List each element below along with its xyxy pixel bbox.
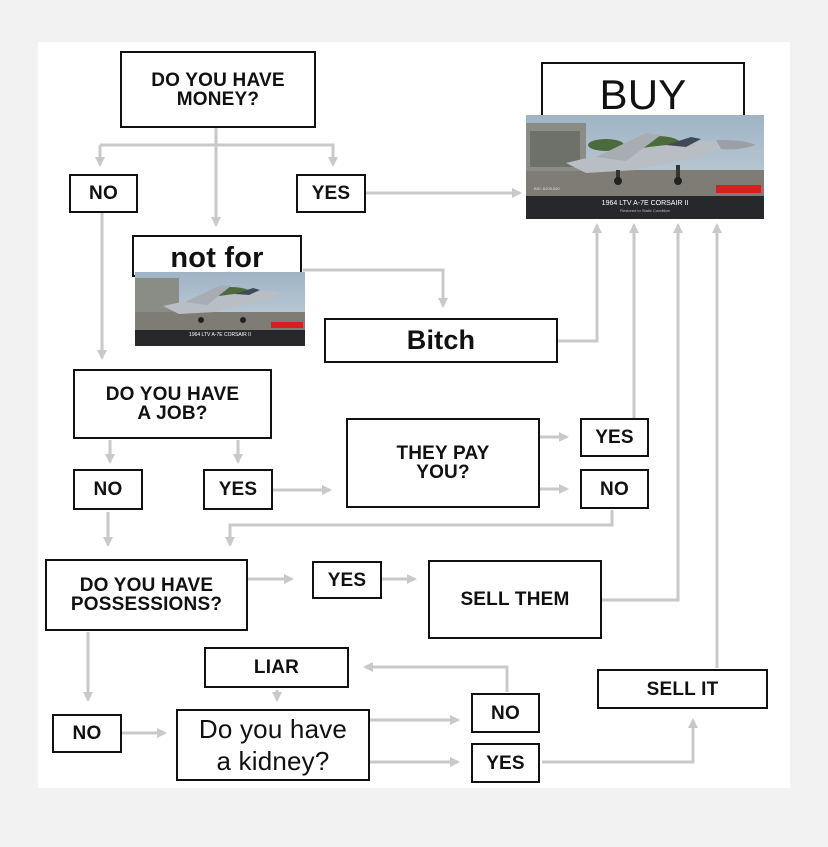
pay-no-box: NO	[580, 469, 649, 509]
listing-price: BID: $105,000	[534, 186, 560, 191]
job-yes-text: YES	[218, 479, 258, 500]
listing-subtitle: Restored to Static Condition	[620, 208, 670, 213]
question-pay-text: THEY PAY YOU?	[396, 443, 490, 483]
question-possessions-text: DO YOU HAVE POSSESSIONS?	[70, 575, 223, 615]
kidney-no-text: NO	[491, 702, 520, 724]
question-pay-box: THEY PAY YOU?	[346, 418, 540, 508]
listing-caption-small: 1964 LTV A-7E CORSAIR II	[135, 330, 305, 346]
listing-caption: 1964 LTV A-7E CORSAIR II Restored to Sta…	[526, 196, 764, 219]
sell-them-box: SELL THEM	[428, 560, 602, 639]
buy-text: BUY	[599, 71, 687, 118]
money-no-box: NO	[69, 174, 138, 213]
money-no-text: NO	[89, 183, 118, 204]
pay-yes-box: YES	[580, 418, 649, 457]
question-money-text: DO YOU HAVE MONEY?	[151, 69, 285, 110]
not-for-text: not for	[170, 242, 264, 274]
kidney-yes-box: YES	[471, 743, 540, 783]
question-possessions-box: DO YOU HAVE POSSESSIONS?	[45, 559, 248, 631]
pay-yes-text: YES	[595, 427, 634, 448]
not-for-box: not for	[132, 235, 302, 277]
question-job-text: DO YOU HAVE A JOB?	[105, 384, 240, 424]
job-yes-box: YES	[203, 469, 273, 510]
red-badge	[716, 185, 761, 193]
liar-box: LIAR	[204, 647, 349, 688]
money-yes-box: YES	[296, 174, 366, 213]
listing-title: 1964 LTV A-7E CORSAIR II	[601, 200, 689, 207]
kidney-no-box: NO	[471, 693, 540, 733]
sell-them-text: SELL THEM	[460, 589, 570, 610]
aircraft-listing-image-small: 1964 LTV A-7E CORSAIR II	[135, 272, 305, 346]
job-no-text: NO	[93, 479, 123, 500]
buy-box: BUY	[541, 62, 745, 122]
question-money-box: DO YOU HAVE MONEY?	[120, 51, 316, 128]
question-kidney-text: Do you have a kidney?	[198, 714, 348, 776]
possessions-yes-box: YES	[312, 561, 382, 599]
kidney-yes-text: YES	[486, 752, 525, 774]
question-kidney-box: Do you have a kidney?	[176, 709, 370, 781]
sell-it-text: SELL IT	[646, 678, 719, 700]
possessions-yes-text: YES	[327, 569, 367, 591]
bitch-text: Bitch	[406, 325, 476, 355]
red-badge-small	[271, 322, 303, 328]
job-no-box: NO	[73, 469, 143, 510]
possessions-no-text: NO	[72, 723, 102, 744]
bitch-box: Bitch	[324, 318, 558, 363]
liar-text: LIAR	[253, 657, 300, 678]
possessions-no-box: NO	[52, 714, 122, 753]
aircraft-listing-image: BID: $105,000 1964 LTV A-7E CORSAIR II R…	[526, 115, 764, 219]
sell-it-box: SELL IT	[597, 669, 768, 709]
question-job-box: DO YOU HAVE A JOB?	[73, 369, 272, 439]
pay-no-text: NO	[600, 478, 629, 500]
money-yes-text: YES	[311, 183, 351, 204]
listing-title-small: 1964 LTV A-7E CORSAIR II	[189, 332, 251, 338]
